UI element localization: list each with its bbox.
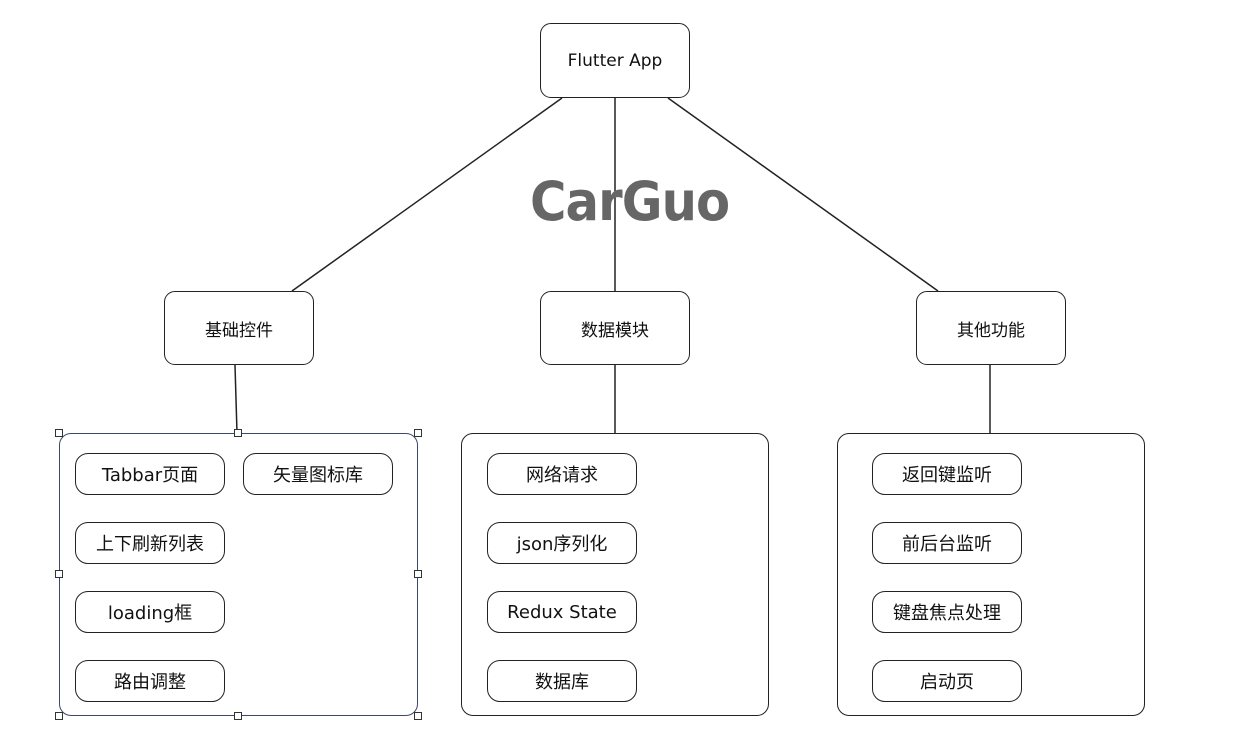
item-label: 矢量图标库 (273, 465, 363, 486)
item-redux-state[interactable]: Redux State (487, 591, 637, 633)
category-label: 基础控件 (205, 320, 273, 341)
connector-root-to-basic-controls (291, 97, 563, 292)
category-node-data-module[interactable]: 数据模块 (540, 291, 690, 365)
selection-handle-bottom-right[interactable] (414, 712, 422, 720)
selection-handle-middle-left[interactable] (55, 570, 63, 578)
item-label: Redux State (507, 601, 617, 623)
item-back-key-listener[interactable]: 返回键监听 (872, 453, 1022, 495)
item-label: 路由调整 (114, 672, 186, 693)
item-json-serialization[interactable]: json序列化 (487, 522, 637, 564)
item-label: 网络请求 (526, 465, 598, 486)
item-label: 键盘焦点处理 (893, 603, 1001, 624)
item-label: 启动页 (920, 672, 974, 693)
root-node[interactable]: Flutter App (540, 23, 690, 98)
item-splash-page[interactable]: 启动页 (872, 660, 1022, 702)
selection-handle-top-right[interactable] (414, 429, 422, 437)
item-label: 前后台监听 (902, 534, 992, 555)
item-label: 上下刷新列表 (96, 534, 204, 555)
item-pull-refresh-list[interactable]: 上下刷新列表 (75, 522, 225, 564)
category-node-other-features[interactable]: 其他功能 (916, 291, 1066, 365)
connector-root-to-other-features (667, 97, 939, 292)
selection-handle-top-left[interactable] (55, 429, 63, 437)
item-tabbar-page[interactable]: Tabbar页面 (75, 453, 225, 495)
connector-basic-controls-to-group (234, 364, 238, 434)
item-vector-icon-library[interactable]: 矢量图标库 (243, 453, 393, 495)
item-loading-dialog[interactable]: loading框 (75, 591, 225, 633)
item-label: loading框 (107, 603, 193, 624)
item-label: 数据库 (535, 672, 589, 693)
carguo-watermark: CarGuo (530, 170, 730, 233)
item-network-request[interactable]: 网络请求 (487, 453, 637, 495)
root-node-label: Flutter App (567, 50, 663, 71)
item-label: Tabbar页面 (101, 465, 199, 486)
selection-handle-middle-right[interactable] (414, 570, 422, 578)
selection-handle-top-middle[interactable] (234, 429, 242, 437)
category-label: 其他功能 (957, 320, 1025, 341)
item-label: json序列化 (516, 534, 608, 555)
selection-handle-bottom-middle[interactable] (234, 712, 242, 720)
item-label: 返回键监听 (902, 465, 992, 486)
item-keyboard-focus-handling[interactable]: 键盘焦点处理 (872, 591, 1022, 633)
item-database[interactable]: 数据库 (487, 660, 637, 702)
category-label: 数据模块 (581, 320, 649, 341)
item-foreground-background-listener[interactable]: 前后台监听 (872, 522, 1022, 564)
item-route-adjust[interactable]: 路由调整 (75, 660, 225, 702)
category-node-basic-controls[interactable]: 基础控件 (164, 291, 314, 365)
selection-handle-bottom-left[interactable] (55, 712, 63, 720)
